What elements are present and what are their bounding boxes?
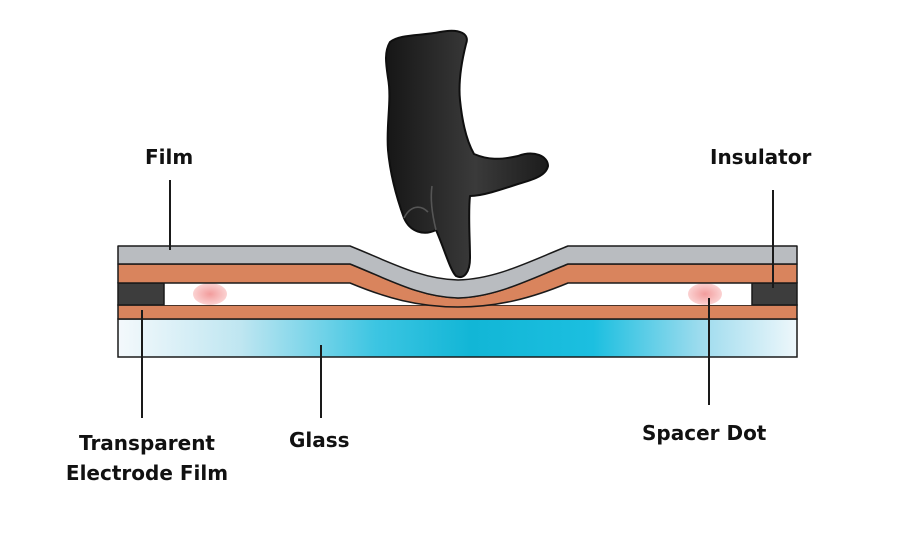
pointing-finger-icon [385,29,549,278]
knuckle-line [403,206,429,219]
label-transparent-electrode-film-line2: Electrode Film [65,461,229,485]
finger-crease-line [430,185,437,231]
label-transparent-electrode-film-line1: Transparent [79,431,215,455]
top-film-layer [117,245,798,299]
spacer-dot-right [688,283,722,305]
label-glass: Glass [289,428,350,452]
insulator-right [751,282,798,306]
label-insulator: Insulator [710,145,812,169]
label-transparent-electrode-film: Transparent Electrode Film [52,428,242,488]
insulator-left [117,282,165,306]
label-spacer-dot: Spacer Dot [642,421,767,445]
spacer-dot-left [193,283,227,305]
label-film: Film [145,145,194,169]
glass-layer [117,318,798,358]
